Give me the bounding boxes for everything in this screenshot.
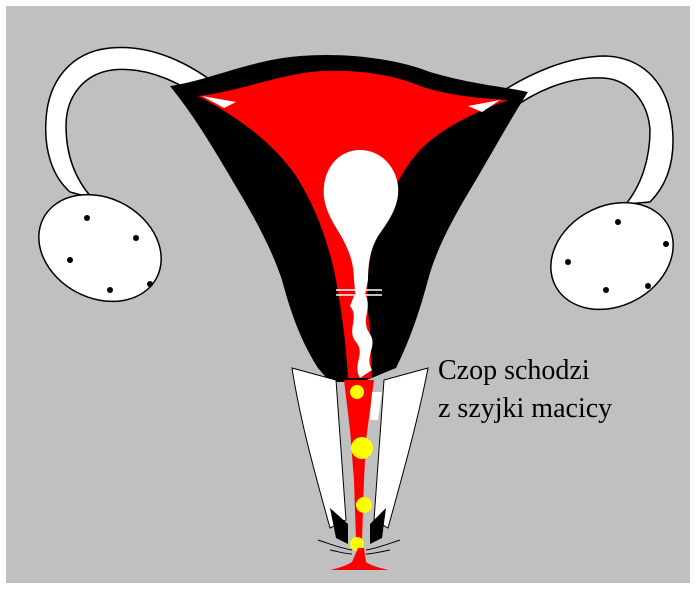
caption-line-2: z szyjki macicy [438, 390, 612, 428]
caption: Czop schodzi z szyjki macicy [438, 352, 612, 428]
caption-line-1: Czop schodzi [438, 352, 612, 390]
